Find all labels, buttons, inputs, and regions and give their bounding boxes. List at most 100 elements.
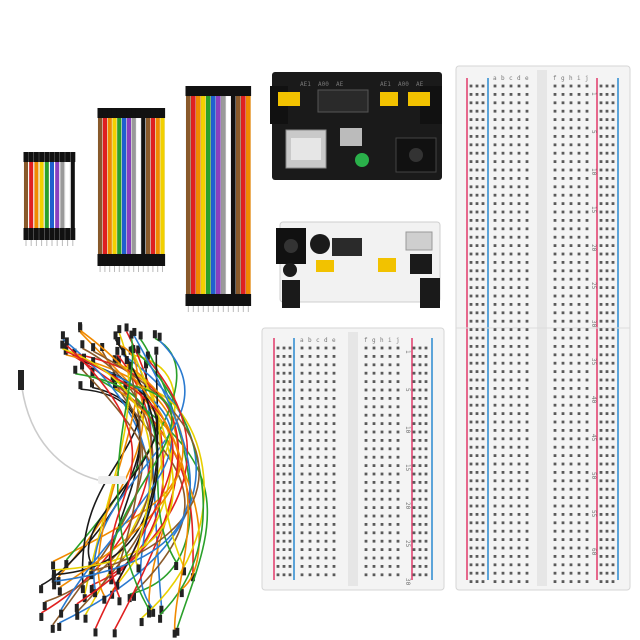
column-letter: a: [493, 75, 497, 82]
dupont-connector-icon: [240, 86, 247, 96]
pin-tip-icon: [128, 361, 133, 370]
jumper-wire: [114, 381, 186, 594]
row-number: 25: [404, 540, 411, 548]
pin-tip-icon: [175, 627, 180, 636]
cable-strand: [23, 161, 29, 229]
jumper-cap-icon: [316, 260, 334, 272]
cable-strand: [145, 117, 151, 255]
dupont-connector-icon: [140, 254, 146, 266]
column-letter: j: [585, 75, 589, 82]
dupont-connector-icon: [215, 294, 222, 306]
column-letter: g: [372, 337, 376, 344]
dupont-connector-icon: [159, 108, 166, 118]
dupont-connector-icon: [131, 254, 137, 266]
jumper-wire: [109, 381, 173, 567]
pin-tip-icon: [64, 560, 69, 569]
pin-tip-icon: [147, 609, 152, 618]
dupont-connector-icon: [200, 86, 207, 96]
pin-label: AE1: [380, 81, 391, 88]
pin-tip-icon: [64, 343, 69, 352]
jumper-wire: [53, 352, 174, 571]
cable-strand: [141, 117, 146, 255]
jumper-wire: [81, 368, 147, 586]
cable-strand: [60, 161, 65, 229]
pin-tip-icon: [152, 330, 157, 339]
dupont-connector-icon: [190, 86, 197, 96]
dupont-connector-icon: [126, 108, 132, 118]
dupont-connector-icon: [235, 294, 242, 306]
jumper-wire: [21, 387, 99, 481]
row-number: 20: [590, 244, 597, 252]
led-indicator-icon: [355, 153, 369, 167]
pin-tip-icon: [52, 581, 57, 590]
dupont-connector-icon: [150, 254, 156, 266]
pin-tip-icon: [179, 589, 184, 598]
dupont-connector-icon: [210, 294, 217, 306]
power-supply-module-white: [276, 221, 441, 308]
dupont-cable-bundle-medium: [97, 108, 166, 272]
pin-tip-icon: [116, 566, 121, 575]
dupont-connector-icon: [116, 254, 122, 266]
cable-strand: [136, 117, 141, 255]
cable-strand: [70, 161, 75, 229]
pin-tip-icon: [123, 381, 128, 390]
pin-tip-icon: [78, 322, 83, 331]
jumper-wire: [76, 359, 189, 605]
column-letter: b: [308, 337, 312, 344]
dupont-connector-icon: [215, 86, 222, 96]
pin-tip-icon: [93, 589, 98, 598]
jumper-cap-icon: [278, 92, 300, 106]
pin-tip-icon: [80, 585, 85, 594]
column-letter: a: [300, 337, 304, 344]
row-number: 50: [590, 472, 597, 480]
jumper-wire: [79, 329, 189, 630]
jumper-wire: [92, 340, 186, 590]
jumper-wire: [117, 369, 142, 567]
pin-tip-icon: [172, 629, 177, 638]
dupont-cable-bundle-small: [23, 152, 76, 246]
dupont-connector-icon: [107, 254, 113, 266]
pin-tip-icon: [102, 595, 107, 604]
pin-tip-icon: [78, 381, 83, 390]
cable-tie-icon: [98, 476, 126, 484]
dupont-connector-icon: [195, 294, 202, 306]
pin-tip-icon: [132, 327, 137, 336]
pin-label: AE: [336, 81, 344, 88]
column-letter: h: [380, 337, 384, 344]
cable-strand: [102, 117, 108, 255]
cable-strand: [210, 95, 216, 295]
row-number: 30: [590, 320, 597, 328]
capacitor-icon: [310, 234, 330, 254]
column-letter: e: [332, 337, 336, 344]
pin-tip-icon: [51, 569, 56, 578]
pin-tip-icon: [190, 573, 195, 582]
pin-tip-icon: [80, 340, 85, 349]
cable-strand: [220, 95, 226, 295]
dupont-connector-icon: [126, 254, 132, 266]
dupont-connector-icon: [59, 152, 65, 162]
pin-tip-icon: [139, 618, 144, 627]
pin-label: A00: [398, 81, 409, 88]
column-letter: g: [561, 75, 565, 82]
pin-tip-icon: [144, 360, 149, 369]
pin-tip-icon: [136, 564, 141, 573]
dupont-connector-icon: [240, 294, 247, 306]
dupont-connector-icon: [245, 294, 252, 306]
dupont-connector-icon: [107, 108, 113, 118]
row-number: 60: [590, 548, 597, 556]
jumper-wire: [58, 354, 197, 624]
jumper-cap-icon: [380, 92, 398, 106]
dupont-connector-icon: [116, 108, 122, 118]
pin-tip-icon: [64, 337, 69, 346]
column-letter: e: [525, 75, 529, 82]
cable-strand: [155, 117, 160, 255]
pin-tip-icon: [51, 574, 56, 583]
pin-tip-icon: [59, 609, 64, 618]
cable-strand: [225, 95, 231, 295]
dupont-connector-icon: [205, 294, 212, 306]
row-number: 15: [404, 464, 411, 472]
column-letter: j: [396, 337, 400, 344]
row-number: 55: [590, 510, 597, 518]
pin-tip-icon: [50, 624, 55, 633]
